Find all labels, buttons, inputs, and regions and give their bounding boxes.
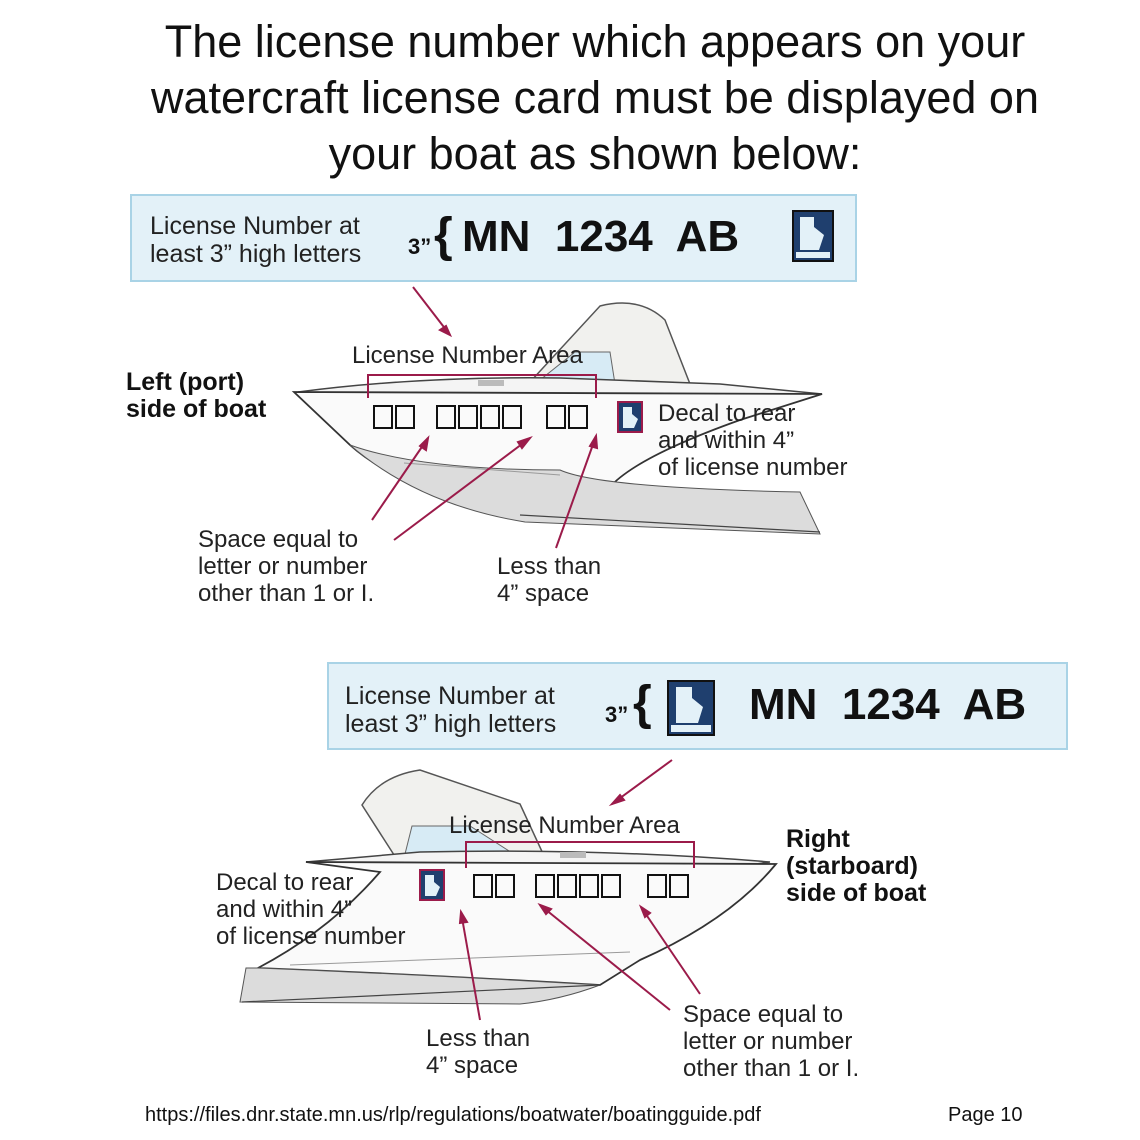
panel-label-line-2: least 3” high letters bbox=[150, 240, 362, 268]
heading-line-2: watercraft license card must be displaye… bbox=[151, 72, 1039, 123]
height-brace: { bbox=[434, 209, 453, 262]
height-mark: 3” bbox=[408, 234, 432, 259]
port-decal-label: Decal to rear and within 4” of license n… bbox=[658, 400, 847, 481]
port-area-label: License Number Area bbox=[352, 342, 583, 369]
port-side-label: Left (port) side of boat bbox=[126, 369, 266, 423]
starboard-license-panel: License Number at least 3” high letters … bbox=[327, 662, 1068, 750]
panel-label-line-2: least 3” high letters bbox=[345, 710, 557, 738]
less-line-2: 4” space bbox=[497, 580, 590, 607]
height-brace: { bbox=[633, 677, 652, 730]
less-line-1: Less than bbox=[497, 553, 602, 580]
less-line-2: 4” space bbox=[426, 1052, 519, 1079]
minnesota-decal-icon bbox=[667, 680, 715, 736]
space-line-2: letter or number bbox=[198, 553, 368, 580]
license-number-sample: MN 1234 AB bbox=[462, 212, 740, 261]
boat-port-illustration bbox=[291, 286, 823, 549]
panel-label-line-1: License Number at bbox=[150, 212, 360, 240]
boat-starboard-illustration bbox=[239, 759, 778, 1021]
port-space-label: Space equal to letter or number other th… bbox=[198, 526, 374, 607]
page-heading: The license number which appears on your… bbox=[0, 14, 1140, 182]
license-number-sample: MN 1234 AB bbox=[749, 680, 1027, 729]
space-line-2: letter or number bbox=[683, 1028, 853, 1055]
starboard-side-line-1: Right bbox=[786, 825, 850, 853]
heading-line-1: The license number which appears on your bbox=[164, 16, 1026, 67]
starboard-side-label: Right (starboard) side of boat bbox=[786, 826, 926, 907]
space-line-3: other than 1 or I. bbox=[683, 1055, 860, 1082]
source-url: https://files.dnr.state.mn.us/rlp/regula… bbox=[145, 1104, 761, 1126]
starboard-area-label: License Number Area bbox=[449, 812, 680, 839]
starboard-space-label: Space equal to letter or number other th… bbox=[683, 1001, 859, 1082]
heading-line-3: your boat as shown below: bbox=[328, 128, 862, 179]
starboard-side-line-3: side of boat bbox=[786, 879, 927, 907]
space-line-1: Space equal to bbox=[683, 1001, 844, 1028]
less-line-1: Less than bbox=[426, 1025, 531, 1052]
panel-label: License Number at least 3” high letters bbox=[150, 212, 361, 268]
starboard-less-label: Less than 4” space bbox=[426, 1025, 530, 1079]
panel-label-line-1: License Number at bbox=[345, 682, 555, 710]
minnesota-decal-icon bbox=[419, 869, 445, 901]
decal-line-3: of license number bbox=[658, 454, 848, 481]
space-line-1: Space equal to bbox=[198, 526, 359, 553]
space-line-3: other than 1 or I. bbox=[198, 580, 375, 607]
port-side-line-2: side of boat bbox=[126, 395, 267, 423]
minnesota-decal-icon bbox=[617, 401, 643, 433]
page-number: Page 10 bbox=[948, 1104, 1023, 1126]
starboard-side-line-2: (starboard) bbox=[786, 852, 918, 880]
decal-line-3: of license number bbox=[216, 923, 406, 950]
port-side-line-1: Left (port) bbox=[126, 368, 245, 396]
decal-line-2: and within 4” bbox=[658, 427, 795, 454]
minnesota-decal-icon bbox=[792, 210, 834, 262]
port-license-panel: License Number at least 3” high letters … bbox=[130, 194, 857, 282]
decal-line-1: Decal to rear bbox=[216, 869, 354, 896]
decal-line-1: Decal to rear bbox=[658, 400, 796, 427]
decal-line-2: and within 4” bbox=[216, 896, 353, 923]
panel-label: License Number at least 3” high letters bbox=[345, 682, 556, 738]
starboard-decal-label: Decal to rear and within 4” of license n… bbox=[216, 869, 405, 950]
height-mark: 3” bbox=[605, 702, 629, 727]
port-less-label: Less than 4” space bbox=[497, 553, 601, 607]
